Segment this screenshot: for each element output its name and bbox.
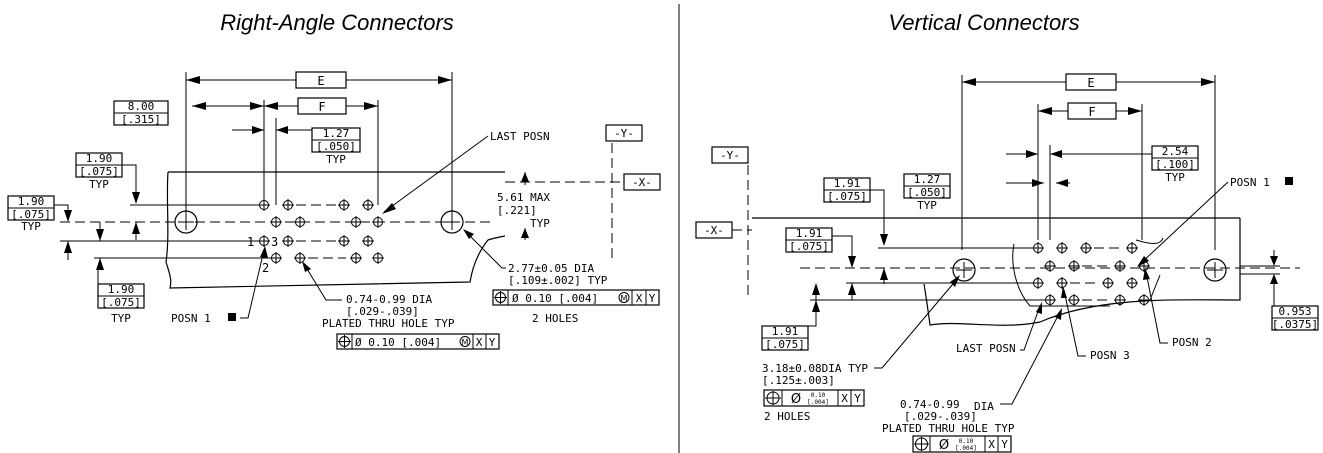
left-d561-a: 5.61 MAX: [497, 191, 550, 204]
left-d127-c: TYP: [326, 153, 346, 166]
vertical-panel: Vertical Connectors E F 2.54 [.100] TYP: [695, 10, 1319, 453]
right-fcf-holes: Ø 0.10 [.004] X Y: [763, 389, 865, 407]
left-d277-a: 2.77±0.05 DIA: [508, 262, 594, 275]
right-y-datum: -Y-: [720, 149, 740, 162]
right-fcf-ref2: Y: [854, 392, 861, 405]
left-pin2-label: 2: [262, 261, 269, 275]
left-d190a-a: 1.90: [86, 152, 113, 165]
left-board-outline: [165, 171, 506, 289]
right-d191c-a: 1.91: [772, 325, 799, 338]
left-posn1: POSN 1: [171, 312, 211, 325]
left-x-datum: -X-: [632, 176, 652, 189]
left-title: Right-Angle Connectors: [220, 10, 454, 35]
right-fcf-a-tol-bot: [.004]: [807, 399, 829, 406]
left-d190b-c: TYP: [21, 220, 41, 233]
right-d127-a: 1.27: [914, 173, 941, 186]
right-posn3: POSN 3: [1090, 349, 1130, 362]
left-fcf-pins: Ø 0.10 [.004] M X Y: [336, 333, 500, 350]
left-fcf-b-ref1: X: [476, 336, 483, 349]
right-d074-dia: DIA: [974, 400, 994, 413]
right-posn2: POSN 2: [1172, 336, 1212, 349]
right-d074-b: [.029-.039]: [904, 410, 977, 423]
right-d127-b: [.050]: [907, 186, 947, 199]
right-d127-c: TYP: [917, 199, 937, 212]
left-y-datum: -Y-: [614, 127, 634, 140]
left-pin3-label: 3: [271, 235, 278, 249]
right-fcf-b-ref1: X: [988, 438, 995, 451]
right-posn1: POSN 1: [1230, 176, 1270, 189]
right-two-holes: 2 HOLES: [764, 410, 810, 423]
left-d800-b: [.315]: [121, 113, 161, 126]
right-d318-b: [.125±.003]: [762, 374, 835, 387]
right-d0953-b: [.0375]: [1272, 318, 1318, 331]
right-d191c-b: [.075]: [765, 338, 805, 351]
right-d254-b: [.100]: [1155, 158, 1195, 171]
svg-text:Ø: Ø: [791, 392, 801, 407]
left-d127-b: [.050]: [316, 140, 356, 153]
svg-text:M: M: [462, 338, 469, 347]
left-d190c-c: TYP: [111, 312, 131, 325]
right-d074-a: 0.74-0.99: [900, 398, 960, 411]
right-d0953-a: 0.953: [1278, 305, 1311, 318]
left-d127-a: 1.27: [323, 127, 350, 140]
left-d190b-b: [.075]: [11, 208, 51, 221]
right-angle-panel: Right-Angle Connectors E F 8.00 [.315]: [7, 10, 661, 350]
left-d277-b: [.109±.002] TYP: [508, 274, 608, 287]
right-dim-e: E: [1087, 76, 1094, 90]
left-d561-c: TYP: [530, 217, 550, 230]
right-d191b-b: [.075]: [789, 240, 829, 253]
right-last-posn: LAST POSN: [956, 342, 1016, 355]
svg-text:Ø: Ø: [939, 438, 949, 453]
right-title: Vertical Connectors: [888, 10, 1079, 35]
right-fcf-b-tol-bot: [.004]: [955, 445, 977, 452]
left-d190a-c: TYP: [89, 178, 109, 191]
right-dim-f: F: [1088, 105, 1095, 119]
right-fcf-pins: Ø 0.10 [.004] X Y: [912, 435, 1012, 453]
left-d074-a: 0.74-0.99 DIA: [346, 293, 432, 306]
right-d254-c: TYP: [1165, 171, 1185, 184]
left-d074-c: PLATED THRU HOLE TYP: [322, 317, 455, 330]
left-last-posn: LAST POSN: [490, 130, 550, 143]
right-d074-c: PLATED THRU HOLE TYP: [882, 422, 1015, 435]
right-d191a-b: [.075]: [827, 190, 867, 203]
left-fcf-b-ref2: Y: [489, 336, 496, 349]
left-dim-f: F: [318, 100, 325, 114]
left-fcf-ref1: X: [636, 292, 643, 305]
left-d561-b: [.221]: [497, 204, 537, 217]
left-d190a-b: [.075]: [79, 165, 119, 178]
right-fcf-a-tol-top: 0.10: [811, 392, 826, 399]
left-d074-b: [.029-.039]: [346, 305, 419, 318]
left-d800-a: 8.00: [128, 100, 155, 113]
right-d254-a: 2.54: [1162, 145, 1189, 158]
left-d190b-a: 1.90: [18, 195, 45, 208]
svg-text:M: M: [621, 294, 628, 303]
right-d318-a: 3.18±0.08DIA TYP: [762, 362, 868, 375]
left-fcf-b: Ø 0.10 [.004]: [355, 336, 441, 349]
left-fcf-holes: Ø 0.10 [.004] M X Y: [492, 289, 660, 306]
left-pin1-label: 1: [247, 235, 254, 249]
left-d190c-b: [.075]: [101, 296, 141, 309]
left-fcf-a: Ø 0.10 [.004]: [512, 292, 598, 305]
right-x-datum: -X-: [704, 224, 724, 237]
left-dim-e: E: [317, 74, 324, 88]
right-fcf-b-tol-top: 0.10: [959, 438, 974, 445]
left-fcf-ref2: Y: [649, 292, 656, 305]
right-d191a-a: 1.91: [834, 177, 861, 190]
right-fcf-b-ref2: Y: [1001, 438, 1008, 451]
right-d191b-a: 1.91: [796, 227, 823, 240]
left-d190c-a: 1.90: [108, 283, 135, 296]
left-two-holes: 2 HOLES: [532, 312, 578, 325]
right-fcf-ref1: X: [841, 392, 848, 405]
